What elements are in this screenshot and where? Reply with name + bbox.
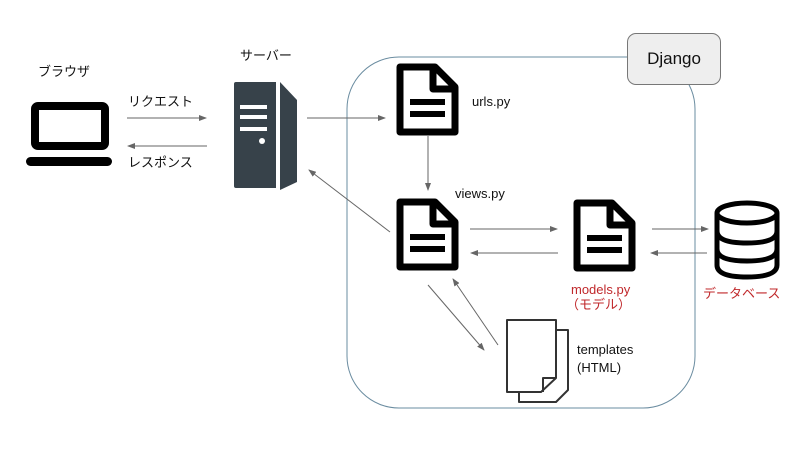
templates-documents-icon: [506, 319, 569, 403]
views-label: views.py: [455, 186, 505, 201]
models-label: models.py: [571, 282, 631, 297]
laptop-icon: [26, 102, 112, 166]
templates-to-views-arrow: [452, 278, 499, 346]
django-label: Django: [627, 33, 721, 85]
templates-sublabel: (HTML): [577, 360, 622, 375]
database-label: データベース: [703, 286, 781, 301]
browser-label: ブラウザ: [38, 64, 91, 79]
response-label: レスポンス: [128, 155, 193, 170]
views-to-server-arrow: [308, 169, 391, 233]
database-icon: [714, 200, 780, 280]
server-icon: [234, 82, 297, 190]
server-label: サーバー: [240, 48, 292, 63]
urls-label: urls.py: [472, 94, 511, 109]
django-container: [346, 56, 696, 409]
views-to-templates-arrow: [427, 284, 485, 351]
views-document-icon: [400, 202, 455, 267]
request-label: リクエスト: [128, 94, 194, 109]
models-sublabel: （モデル）: [566, 297, 632, 312]
urls-document-icon: [400, 67, 455, 132]
templates-label: templates: [577, 342, 634, 357]
models-document-icon: [577, 203, 632, 268]
